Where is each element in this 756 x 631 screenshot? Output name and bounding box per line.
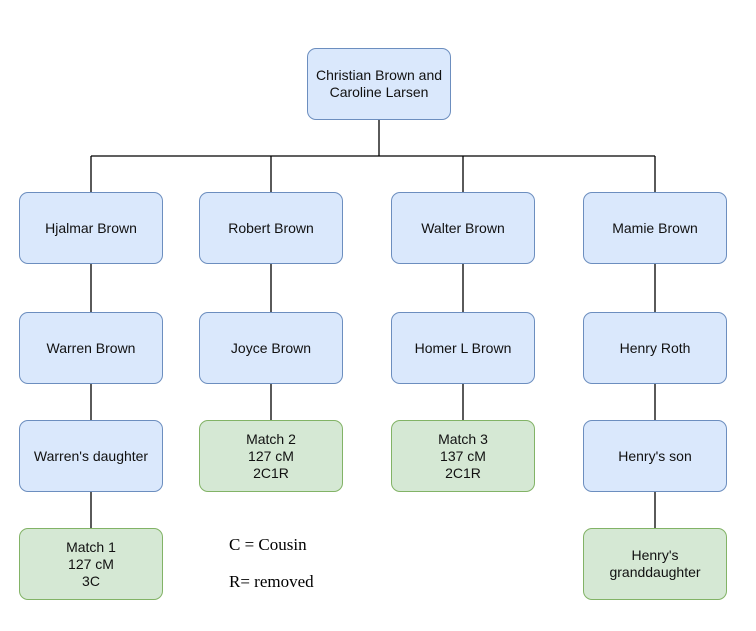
node-walter-brown: Walter Brown [391, 192, 535, 264]
node-homer-l-brown: Homer L Brown [391, 312, 535, 384]
node-henrys-son: Henry's son [583, 420, 727, 492]
node-henry-roth: Henry Roth [583, 312, 727, 384]
node-joyce-brown: Joyce Brown [199, 312, 343, 384]
legend-removed: R= removed [229, 572, 314, 591]
node-match-1: Match 1 127 cM 3C [19, 528, 163, 600]
node-henrys-granddaughter: Henry's granddaughter [583, 528, 727, 600]
node-mamie-brown: Mamie Brown [583, 192, 727, 264]
node-christian-caroline: Christian Brown and Caroline Larsen [307, 48, 451, 120]
node-warrens-daughter: Warren's daughter [19, 420, 163, 492]
legend-cousin: C = Cousin [229, 535, 307, 554]
node-match-3: Match 3 137 cM 2C1R [391, 420, 535, 492]
node-match-2: Match 2 127 cM 2C1R [199, 420, 343, 492]
node-hjalmar-brown: Hjalmar Brown [19, 192, 163, 264]
node-robert-brown: Robert Brown [199, 192, 343, 264]
node-warren-brown: Warren Brown [19, 312, 163, 384]
